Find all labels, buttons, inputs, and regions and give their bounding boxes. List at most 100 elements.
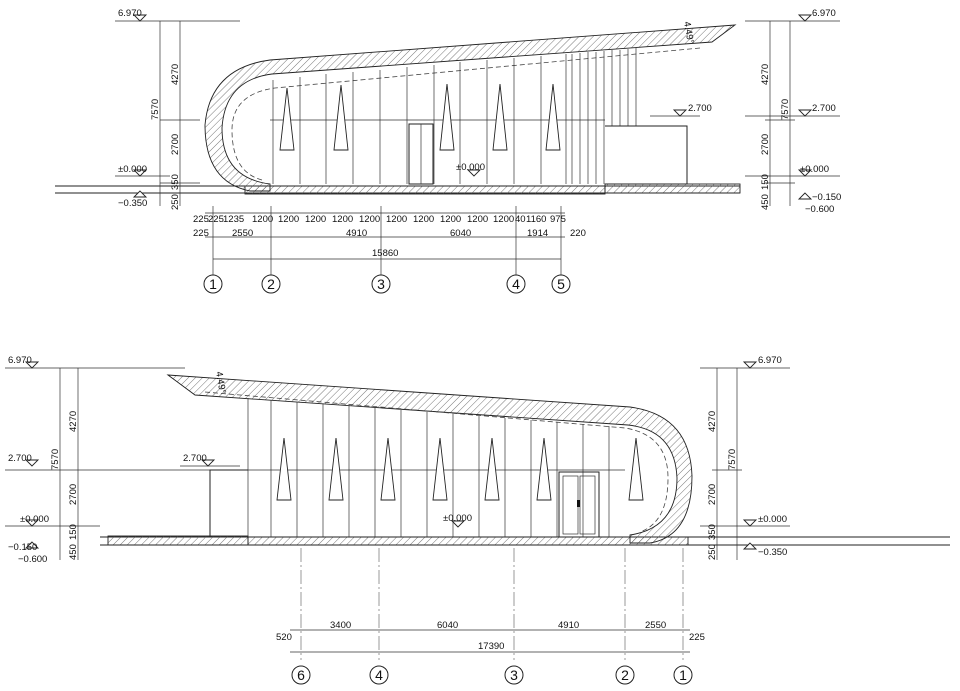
svg-text:225: 225 (208, 214, 224, 225)
dimension-row: 520 3400 6040 4910 2550 225 (276, 620, 705, 643)
triangle-panels (276, 437, 644, 501)
svg-text:7570: 7570 (50, 449, 61, 470)
svg-text:±0.000: ±0.000 (800, 164, 829, 175)
svg-text:1160: 1160 (526, 214, 546, 225)
dimension-row-1: 225 225 1235 1200 1200 1200 1200 1200 12… (193, 212, 566, 225)
level-floor: ±0.000 (456, 162, 485, 173)
svg-text:3: 3 (510, 667, 518, 683)
svg-text:4270: 4270 (68, 411, 79, 432)
svg-text:3400: 3400 (330, 620, 351, 631)
svg-text:±0.000: ±0.000 (20, 514, 49, 525)
slope-note: 4.49° (213, 371, 228, 395)
svg-text:2: 2 (621, 667, 629, 683)
slab-hatch-right (604, 183, 741, 194)
svg-text:−0.350: −0.350 (758, 547, 787, 558)
svg-text:±0.000: ±0.000 (758, 514, 787, 525)
svg-text:350: 350 (707, 524, 718, 540)
level-2700: 2.700 (688, 103, 712, 114)
svg-text:1235: 1235 (223, 214, 244, 225)
level-marks-right: 6.970 ±0.000 −0.350 4270 2700 350 250 75… (700, 355, 790, 560)
svg-text:2550: 2550 (645, 620, 666, 631)
double-door (558, 471, 600, 538)
svg-text:1200: 1200 (493, 214, 514, 225)
svg-text:1200: 1200 (332, 214, 353, 225)
svg-text:1200: 1200 (278, 214, 299, 225)
svg-text:7570: 7570 (727, 449, 738, 470)
slab-hatch-left (107, 535, 249, 546)
svg-text:2.700: 2.700 (8, 453, 32, 464)
mullions (272, 48, 637, 184)
svg-text:4: 4 (375, 667, 383, 683)
svg-text:520: 520 (276, 632, 292, 643)
svg-text:250: 250 (170, 194, 181, 210)
svg-text:−0.150: −0.150 (812, 192, 841, 203)
svg-text:250: 250 (707, 544, 718, 560)
svg-text:4270: 4270 (707, 411, 718, 432)
level-marks-left: 6.970 2.700 ±0.000 −0.150 −0.600 4270 27… (5, 355, 210, 565)
svg-text:225: 225 (193, 228, 209, 239)
svg-text:150: 150 (68, 524, 79, 540)
slope-note: 4.49° (681, 21, 696, 45)
svg-text:2700: 2700 (760, 134, 771, 155)
svg-text:220: 220 (570, 228, 586, 239)
svg-text:1200: 1200 (467, 214, 488, 225)
svg-text:150: 150 (760, 174, 771, 190)
svg-text:2550: 2550 (232, 228, 253, 239)
svg-text:4: 4 (512, 276, 520, 292)
curved-roof-shell (166, 374, 693, 544)
svg-text:6.970: 6.970 (812, 8, 836, 19)
svg-text:4910: 4910 (558, 620, 579, 631)
axis-bubbles: 6 4 3 2 1 (291, 665, 693, 685)
svg-text:4910: 4910 (346, 228, 367, 239)
svg-text:1200: 1200 (440, 214, 461, 225)
svg-text:6: 6 (297, 667, 305, 683)
axis-bubbles: 1 2 3 4 5 (203, 206, 571, 294)
svg-text:2700: 2700 (170, 134, 181, 155)
roof-inner-dash (231, 47, 701, 181)
level-marks-left: 6.970 ±0.000 −0.350 4270 2700 350 250 75… (115, 8, 240, 210)
svg-text:975: 975 (550, 214, 566, 225)
level-marks-right: 6.970 2.700 ±0.000 −0.150 −0.600 4270 27… (745, 8, 841, 215)
svg-text:2.700: 2.700 (812, 103, 836, 114)
svg-text:−0.150: −0.150 (8, 542, 37, 553)
svg-text:2700: 2700 (707, 484, 718, 505)
svg-text:40: 40 (515, 214, 526, 225)
svg-text:1200: 1200 (252, 214, 273, 225)
svg-text:±0.000: ±0.000 (118, 164, 147, 175)
svg-text:7570: 7570 (780, 99, 791, 120)
svg-text:5: 5 (557, 276, 565, 292)
svg-text:450: 450 (68, 544, 79, 560)
svg-text:1200: 1200 (305, 214, 326, 225)
svg-text:−0.600: −0.600 (18, 554, 47, 565)
level-2700: 2.700 (183, 453, 207, 464)
svg-text:4270: 4270 (170, 64, 181, 85)
svg-text:6.970: 6.970 (8, 355, 32, 366)
svg-text:−0.600: −0.600 (805, 204, 834, 215)
svg-text:225: 225 (689, 632, 705, 643)
level-floor: ±0.000 (443, 513, 472, 524)
svg-text:1: 1 (209, 276, 217, 292)
triangle-panels (279, 83, 561, 151)
curved-roof-shell (204, 24, 737, 192)
svg-text:2700: 2700 (68, 484, 79, 505)
svg-text:1200: 1200 (413, 214, 434, 225)
dimension-total: 15860 (213, 248, 561, 260)
bottom-elevation: 6.970 2.700 ±0.000 −0.150 −0.600 4270 27… (5, 355, 950, 685)
dimension-row-2: 225 2550 4910 6040 1914 220 (193, 228, 586, 239)
svg-text:3: 3 (377, 276, 385, 292)
svg-text:4270: 4270 (760, 64, 771, 85)
svg-text:1914: 1914 (527, 228, 548, 239)
svg-text:450: 450 (760, 194, 771, 210)
top-elevation: 6.970 ±0.000 −0.350 4270 2700 350 250 75… (55, 8, 841, 294)
svg-text:1200: 1200 (386, 214, 407, 225)
svg-text:1: 1 (679, 667, 687, 683)
annex-wall (605, 125, 688, 185)
svg-text:17390: 17390 (478, 641, 504, 652)
svg-text:6.970: 6.970 (758, 355, 782, 366)
svg-text:225: 225 (193, 214, 209, 225)
axis-lines (300, 548, 684, 660)
svg-text:1200: 1200 (359, 214, 380, 225)
svg-text:7570: 7570 (150, 99, 161, 120)
dimension-total: 17390 (290, 641, 690, 653)
